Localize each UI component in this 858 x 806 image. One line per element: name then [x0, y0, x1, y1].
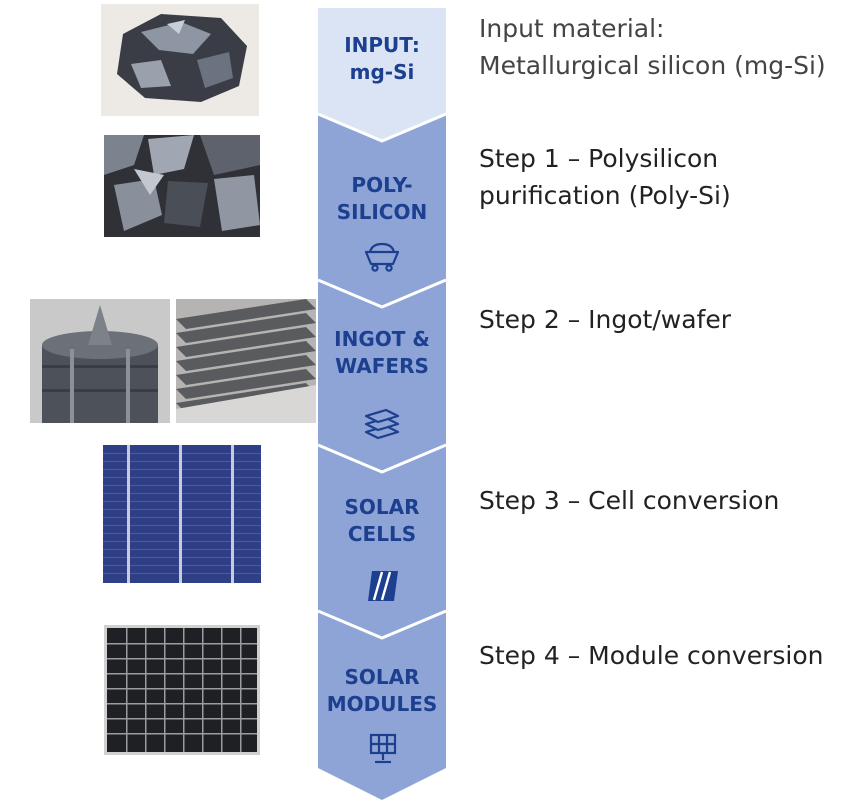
description-input: Input material: Metallurgical silicon (m…: [479, 14, 826, 80]
solar-module-photo: [104, 625, 260, 755]
stage-label-solar-modules: SOLAR MODULES: [326, 665, 438, 716]
stage-label-polysilicon: POLY- SILICON: [336, 173, 428, 224]
description-step-3: Step 3 – Cell conversion: [479, 486, 780, 515]
solar-panel-icon: [365, 731, 401, 767]
mine-cart-icon: [363, 236, 401, 274]
stage-label-ingot-wafers: INGOT & WAFERS: [334, 327, 430, 378]
chevron-polysilicon: [318, 114, 446, 307]
chevron-ingot-wafers: [318, 280, 446, 472]
stage-label-input: INPUT: mg-Si: [344, 33, 420, 84]
stacked-layers-icon: [362, 404, 402, 444]
wafers-photo: [176, 299, 316, 423]
chevron-input: [318, 8, 446, 141]
polysilicon-chunks-photo: [104, 135, 260, 237]
solar-cell-photo: [103, 445, 261, 583]
description-step-4: Step 4 – Module conversion: [479, 641, 824, 670]
ingot-photo: [30, 299, 170, 423]
solar-cell-icon: [364, 567, 402, 605]
mg-si-rock-photo: [101, 4, 259, 116]
description-step-1: Step 1 – Polysilicon purification (Poly-…: [479, 144, 731, 210]
stage-label-solar-cells: SOLAR CELLS: [344, 495, 420, 546]
chevron-solar-cells: [318, 445, 446, 638]
chevron-solar-modules: [318, 611, 446, 800]
description-step-2: Step 2 – Ingot/wafer: [479, 305, 732, 334]
